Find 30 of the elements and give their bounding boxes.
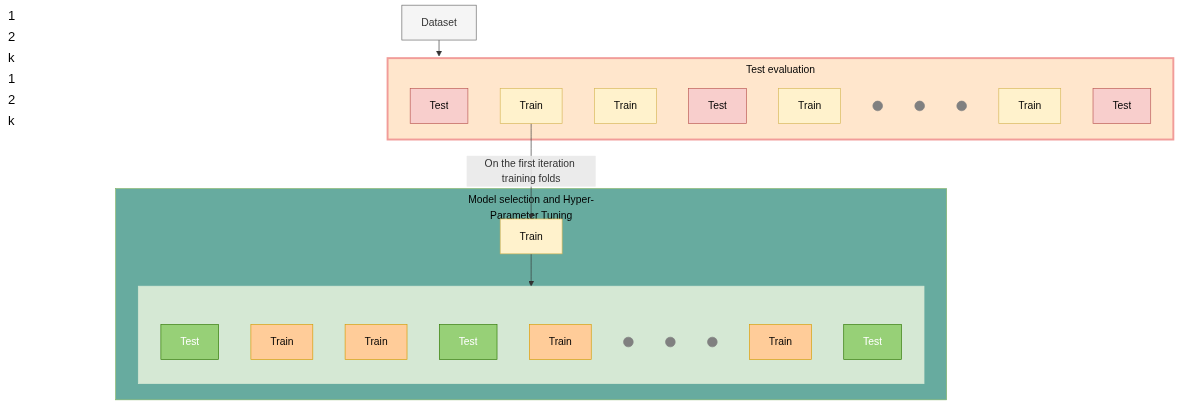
node-circle xyxy=(872,100,883,112)
node-box: Train xyxy=(250,324,314,360)
row-number: 2 xyxy=(8,29,17,44)
edge-label: On the first iteration training folds xyxy=(484,157,575,185)
node-circle xyxy=(707,336,718,348)
row-number: 1 xyxy=(8,8,17,23)
node-box: Dataset xyxy=(401,4,477,41)
node-circle xyxy=(956,100,967,112)
node-box: Test xyxy=(160,324,219,360)
row-number: 2 xyxy=(8,92,17,107)
node-box: Train xyxy=(594,88,657,124)
node-box: Test xyxy=(688,88,747,124)
node-box: Train xyxy=(778,88,841,124)
node-box: Train xyxy=(344,324,408,360)
node-box: Test xyxy=(1092,88,1152,124)
node-box: Train xyxy=(499,218,563,255)
node-box: Train xyxy=(749,324,812,360)
node-box: Train xyxy=(998,88,1062,124)
row-number: k xyxy=(8,113,16,128)
row-number: k xyxy=(8,50,16,65)
node-circle xyxy=(623,336,634,348)
row-number: 1 xyxy=(8,71,17,86)
node-box: Test xyxy=(409,88,469,124)
node-box: Test xyxy=(439,324,498,360)
node-box: Train xyxy=(499,88,563,124)
node-circle xyxy=(665,336,676,348)
node-circle xyxy=(914,100,925,112)
node-box: Train xyxy=(529,324,592,360)
node-box: Test xyxy=(843,324,902,360)
cluster xyxy=(137,285,925,384)
